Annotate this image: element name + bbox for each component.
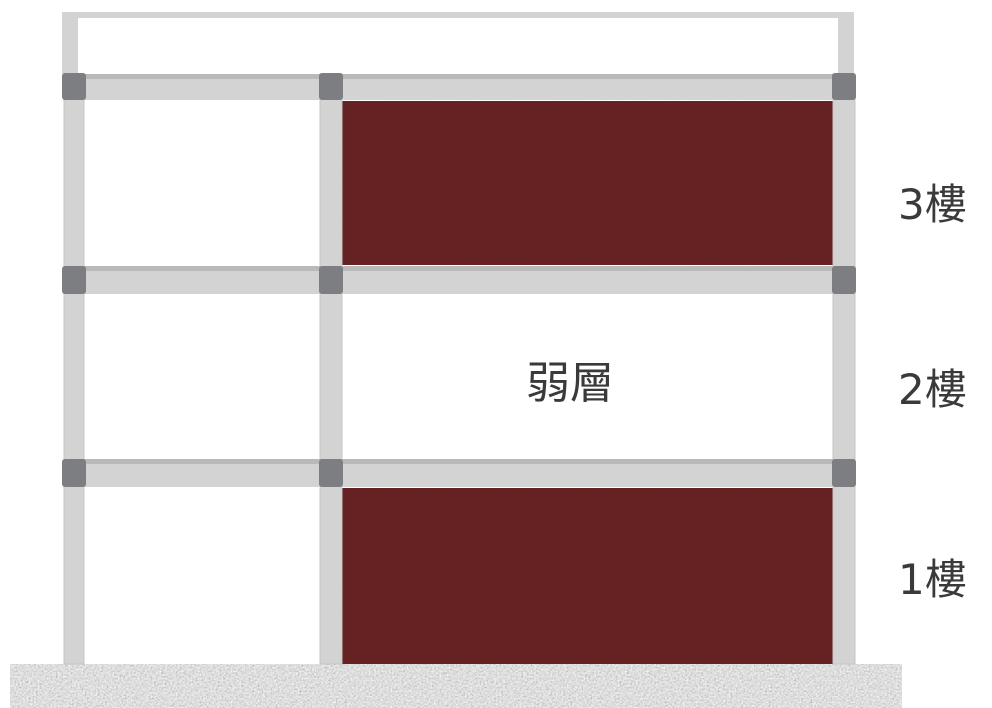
column-right: [832, 73, 856, 665]
roof-parapet: [62, 12, 854, 74]
infill-wall-floor-3: [342, 101, 833, 265]
floor-3-label: 3樓: [898, 180, 967, 229]
column-middle: [319, 73, 343, 665]
weak-story-label: 弱層: [526, 358, 614, 409]
beams: [64, 74, 855, 487]
floor-2-label: 2樓: [898, 365, 967, 414]
beam-column-joints: [62, 73, 856, 487]
ground: [10, 664, 902, 708]
infill-wall-floor-1: [342, 488, 833, 664]
columns: [63, 73, 856, 665]
column-left: [63, 73, 85, 665]
floor-1-label: 1樓: [898, 555, 967, 604]
